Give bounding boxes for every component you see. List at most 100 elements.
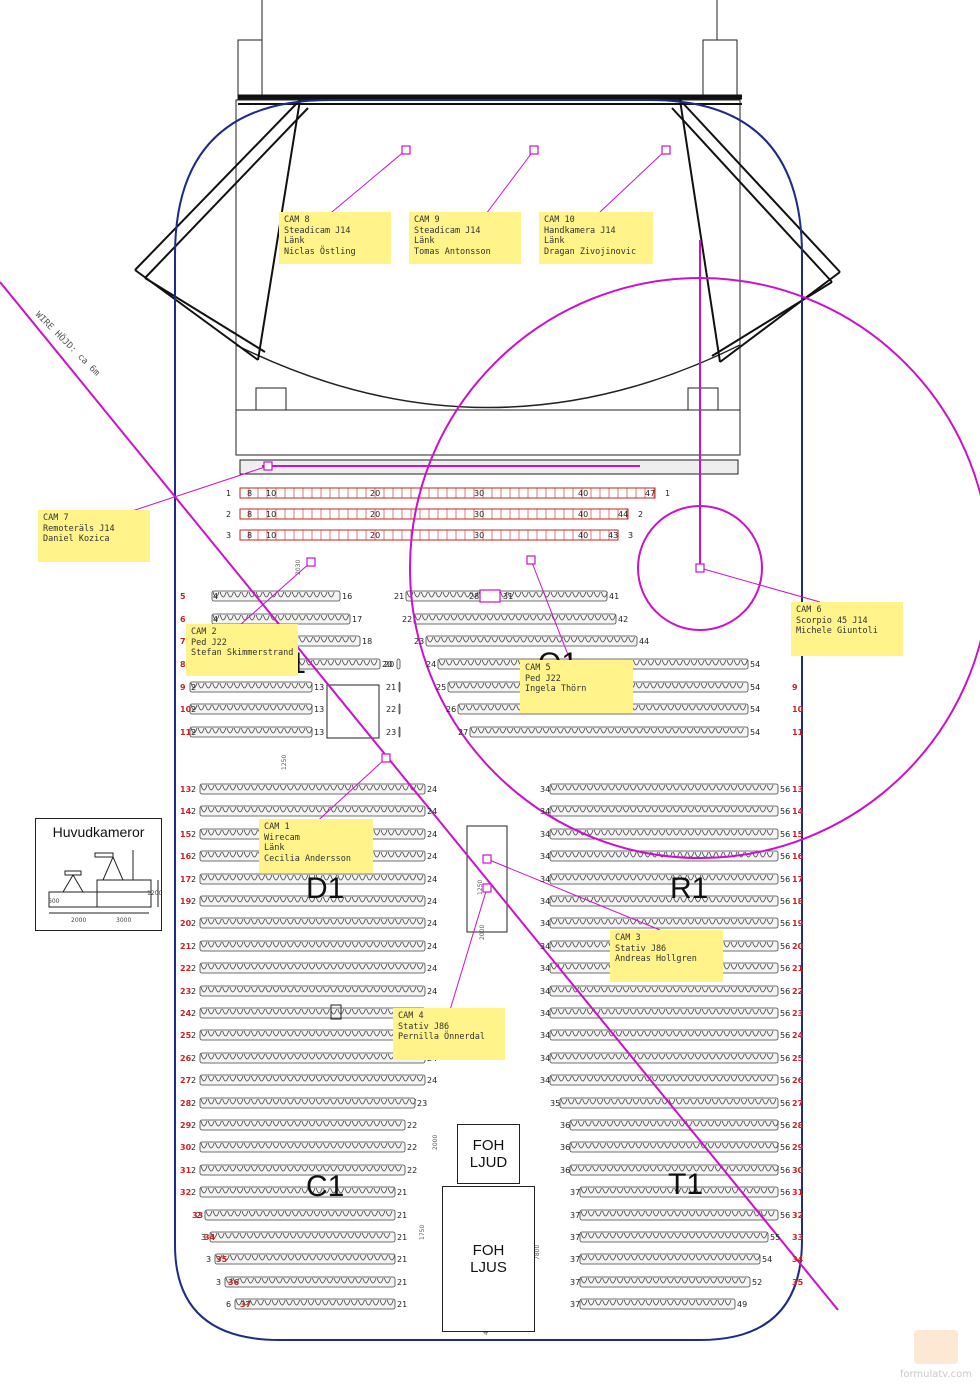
seat — [730, 1053, 738, 1060]
seat — [658, 874, 666, 881]
seat — [351, 1098, 359, 1105]
seat — [753, 1232, 761, 1239]
seat — [222, 918, 229, 925]
seat — [644, 896, 651, 903]
seat — [709, 829, 716, 836]
seat — [737, 896, 745, 903]
seat — [258, 896, 265, 903]
seat — [380, 986, 388, 993]
seat — [709, 874, 716, 881]
seat — [315, 784, 323, 791]
seat — [258, 1053, 265, 1060]
seat — [565, 591, 572, 598]
seat — [248, 1210, 256, 1217]
seat — [557, 727, 564, 734]
g1-seat-row — [211, 590, 341, 602]
seat — [717, 1232, 725, 1239]
seat — [616, 1232, 624, 1239]
seat — [426, 636, 434, 643]
seat — [315, 1098, 323, 1105]
seat — [572, 806, 579, 813]
seat — [215, 1098, 222, 1105]
seat — [694, 806, 702, 813]
seat — [236, 918, 244, 925]
left-row-number: 5 — [180, 592, 186, 601]
seat — [326, 1277, 334, 1284]
seat — [745, 941, 752, 948]
seat — [676, 659, 683, 666]
seat — [615, 918, 623, 925]
seat — [659, 1187, 667, 1194]
seat — [471, 591, 479, 598]
camera-platform-drawing: 600 1200 2000 3000 — [48, 850, 161, 924]
seat — [414, 614, 422, 621]
seat — [448, 682, 456, 689]
seat — [572, 963, 579, 970]
seat — [703, 1277, 710, 1284]
seat — [695, 1299, 703, 1306]
seat — [323, 1053, 330, 1060]
seat — [351, 784, 359, 791]
seat — [298, 682, 306, 689]
seat — [351, 1142, 359, 1149]
left-row-number: 35 — [216, 1255, 228, 1264]
seat — [587, 1210, 595, 1217]
lower-left-end-label: 21 — [397, 1188, 407, 1197]
seat — [772, 1120, 779, 1127]
seat — [340, 1277, 348, 1284]
seat — [236, 1030, 244, 1037]
lower-left-end-label: 24 — [427, 875, 437, 884]
seat — [737, 784, 745, 791]
seat — [277, 727, 284, 734]
seat — [571, 727, 579, 734]
seat — [550, 591, 558, 598]
seat — [369, 1232, 376, 1239]
seat — [299, 1210, 306, 1217]
seat — [572, 1075, 579, 1082]
seat — [308, 1098, 316, 1105]
seat — [609, 1232, 617, 1239]
seat — [222, 784, 229, 791]
seat — [586, 918, 594, 925]
seat — [226, 682, 234, 689]
seat — [373, 1142, 381, 1149]
seat — [330, 1075, 337, 1082]
seat — [234, 614, 241, 621]
seat — [529, 614, 537, 621]
lower-left-end-label: 21 — [397, 1233, 407, 1242]
seat-row-base — [199, 917, 426, 929]
lower-right-end-label: 52 — [752, 1278, 762, 1287]
seat — [675, 1098, 683, 1105]
seat — [557, 896, 565, 903]
seat — [387, 1187, 395, 1194]
seat — [714, 1120, 722, 1127]
seat — [766, 829, 774, 836]
seat — [642, 1120, 650, 1127]
seat — [550, 1053, 558, 1060]
seat — [506, 682, 513, 689]
seat — [680, 806, 687, 813]
seat — [265, 941, 273, 948]
cam2-line-1: CAM 2 — [191, 627, 217, 637]
right-row-number: 11 — [792, 728, 804, 737]
seat — [723, 1075, 731, 1082]
lower-right-seat-row — [549, 828, 779, 840]
seat — [330, 963, 337, 970]
seat — [629, 727, 636, 734]
cam6-line-2: Scorpio 45 J14 — [796, 615, 868, 626]
seat — [236, 986, 244, 993]
seat — [395, 1075, 402, 1082]
seat — [658, 918, 666, 925]
seat — [694, 1030, 702, 1037]
lower-right-end-label: 56 — [780, 964, 790, 973]
seat — [644, 806, 651, 813]
seat — [222, 1254, 230, 1261]
left-row-number: 29 — [180, 1121, 192, 1130]
seat — [681, 1299, 689, 1306]
seat-row-base — [398, 681, 401, 693]
lower-left-start-label: 2 — [191, 1031, 196, 1040]
seat — [701, 874, 709, 881]
seat — [657, 1120, 664, 1127]
seat — [379, 1299, 387, 1306]
seat — [596, 1098, 604, 1105]
